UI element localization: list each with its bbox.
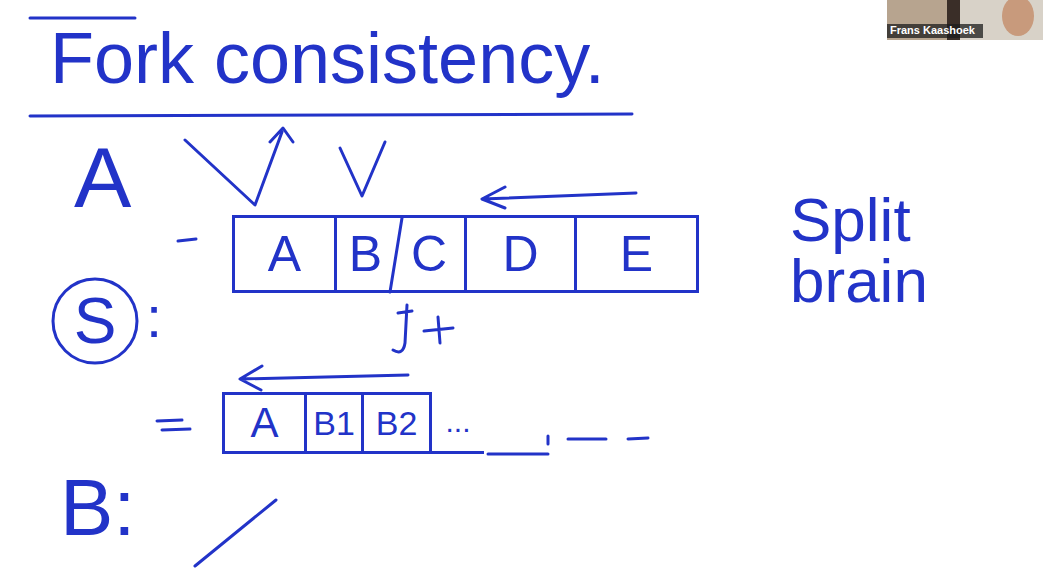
log-arrow <box>240 366 408 390</box>
colon-mark: : <box>146 288 162 346</box>
check-mark <box>185 128 293 205</box>
log-entry: A <box>250 402 278 444</box>
log-entry-cell: B <box>334 215 394 293</box>
log-entry-cell: A <box>232 215 334 293</box>
log-entry: B1 <box>313 406 355 440</box>
log-entry: E <box>620 229 653 279</box>
log-entry-cell: B2 <box>361 392 429 454</box>
circled-server: S <box>50 276 140 366</box>
note-text: Split brain <box>790 190 1025 312</box>
webcam-thumbnail <box>887 0 1043 40</box>
log-entry: D <box>502 229 538 279</box>
log-entry-cell: A <box>222 392 304 454</box>
slash-stroke <box>195 500 276 566</box>
participant-name: A <box>74 134 131 220</box>
log-entry-cell: C <box>394 215 464 293</box>
fork-mark <box>393 305 453 352</box>
server-letter: S <box>74 289 117 353</box>
participant-name: B: <box>60 468 136 548</box>
overline-stroke <box>30 17 135 20</box>
cell-divider-slash <box>390 218 402 292</box>
title: Fork consistency. <box>50 22 605 94</box>
log-entry: C <box>411 229 447 279</box>
log-tail-dashes <box>488 436 648 454</box>
log-entry: B <box>349 229 382 279</box>
log-entry-cell: D <box>464 215 574 293</box>
log-entry-cell: ... <box>429 392 484 454</box>
circle-outline <box>53 279 137 363</box>
log-entry: ... <box>445 407 470 437</box>
log-entry: B2 <box>376 406 418 440</box>
log-entry-cell: E <box>574 215 699 293</box>
webcam-name: Frans Kaashoek <box>890 25 975 36</box>
log-entry-cell: B1 <box>304 392 361 454</box>
check-mark <box>340 142 385 196</box>
log-entry: A <box>268 229 301 279</box>
title-underline <box>30 114 632 116</box>
log-arrow <box>482 187 636 208</box>
dash-stroke <box>178 239 196 241</box>
equals-sign <box>157 420 190 430</box>
